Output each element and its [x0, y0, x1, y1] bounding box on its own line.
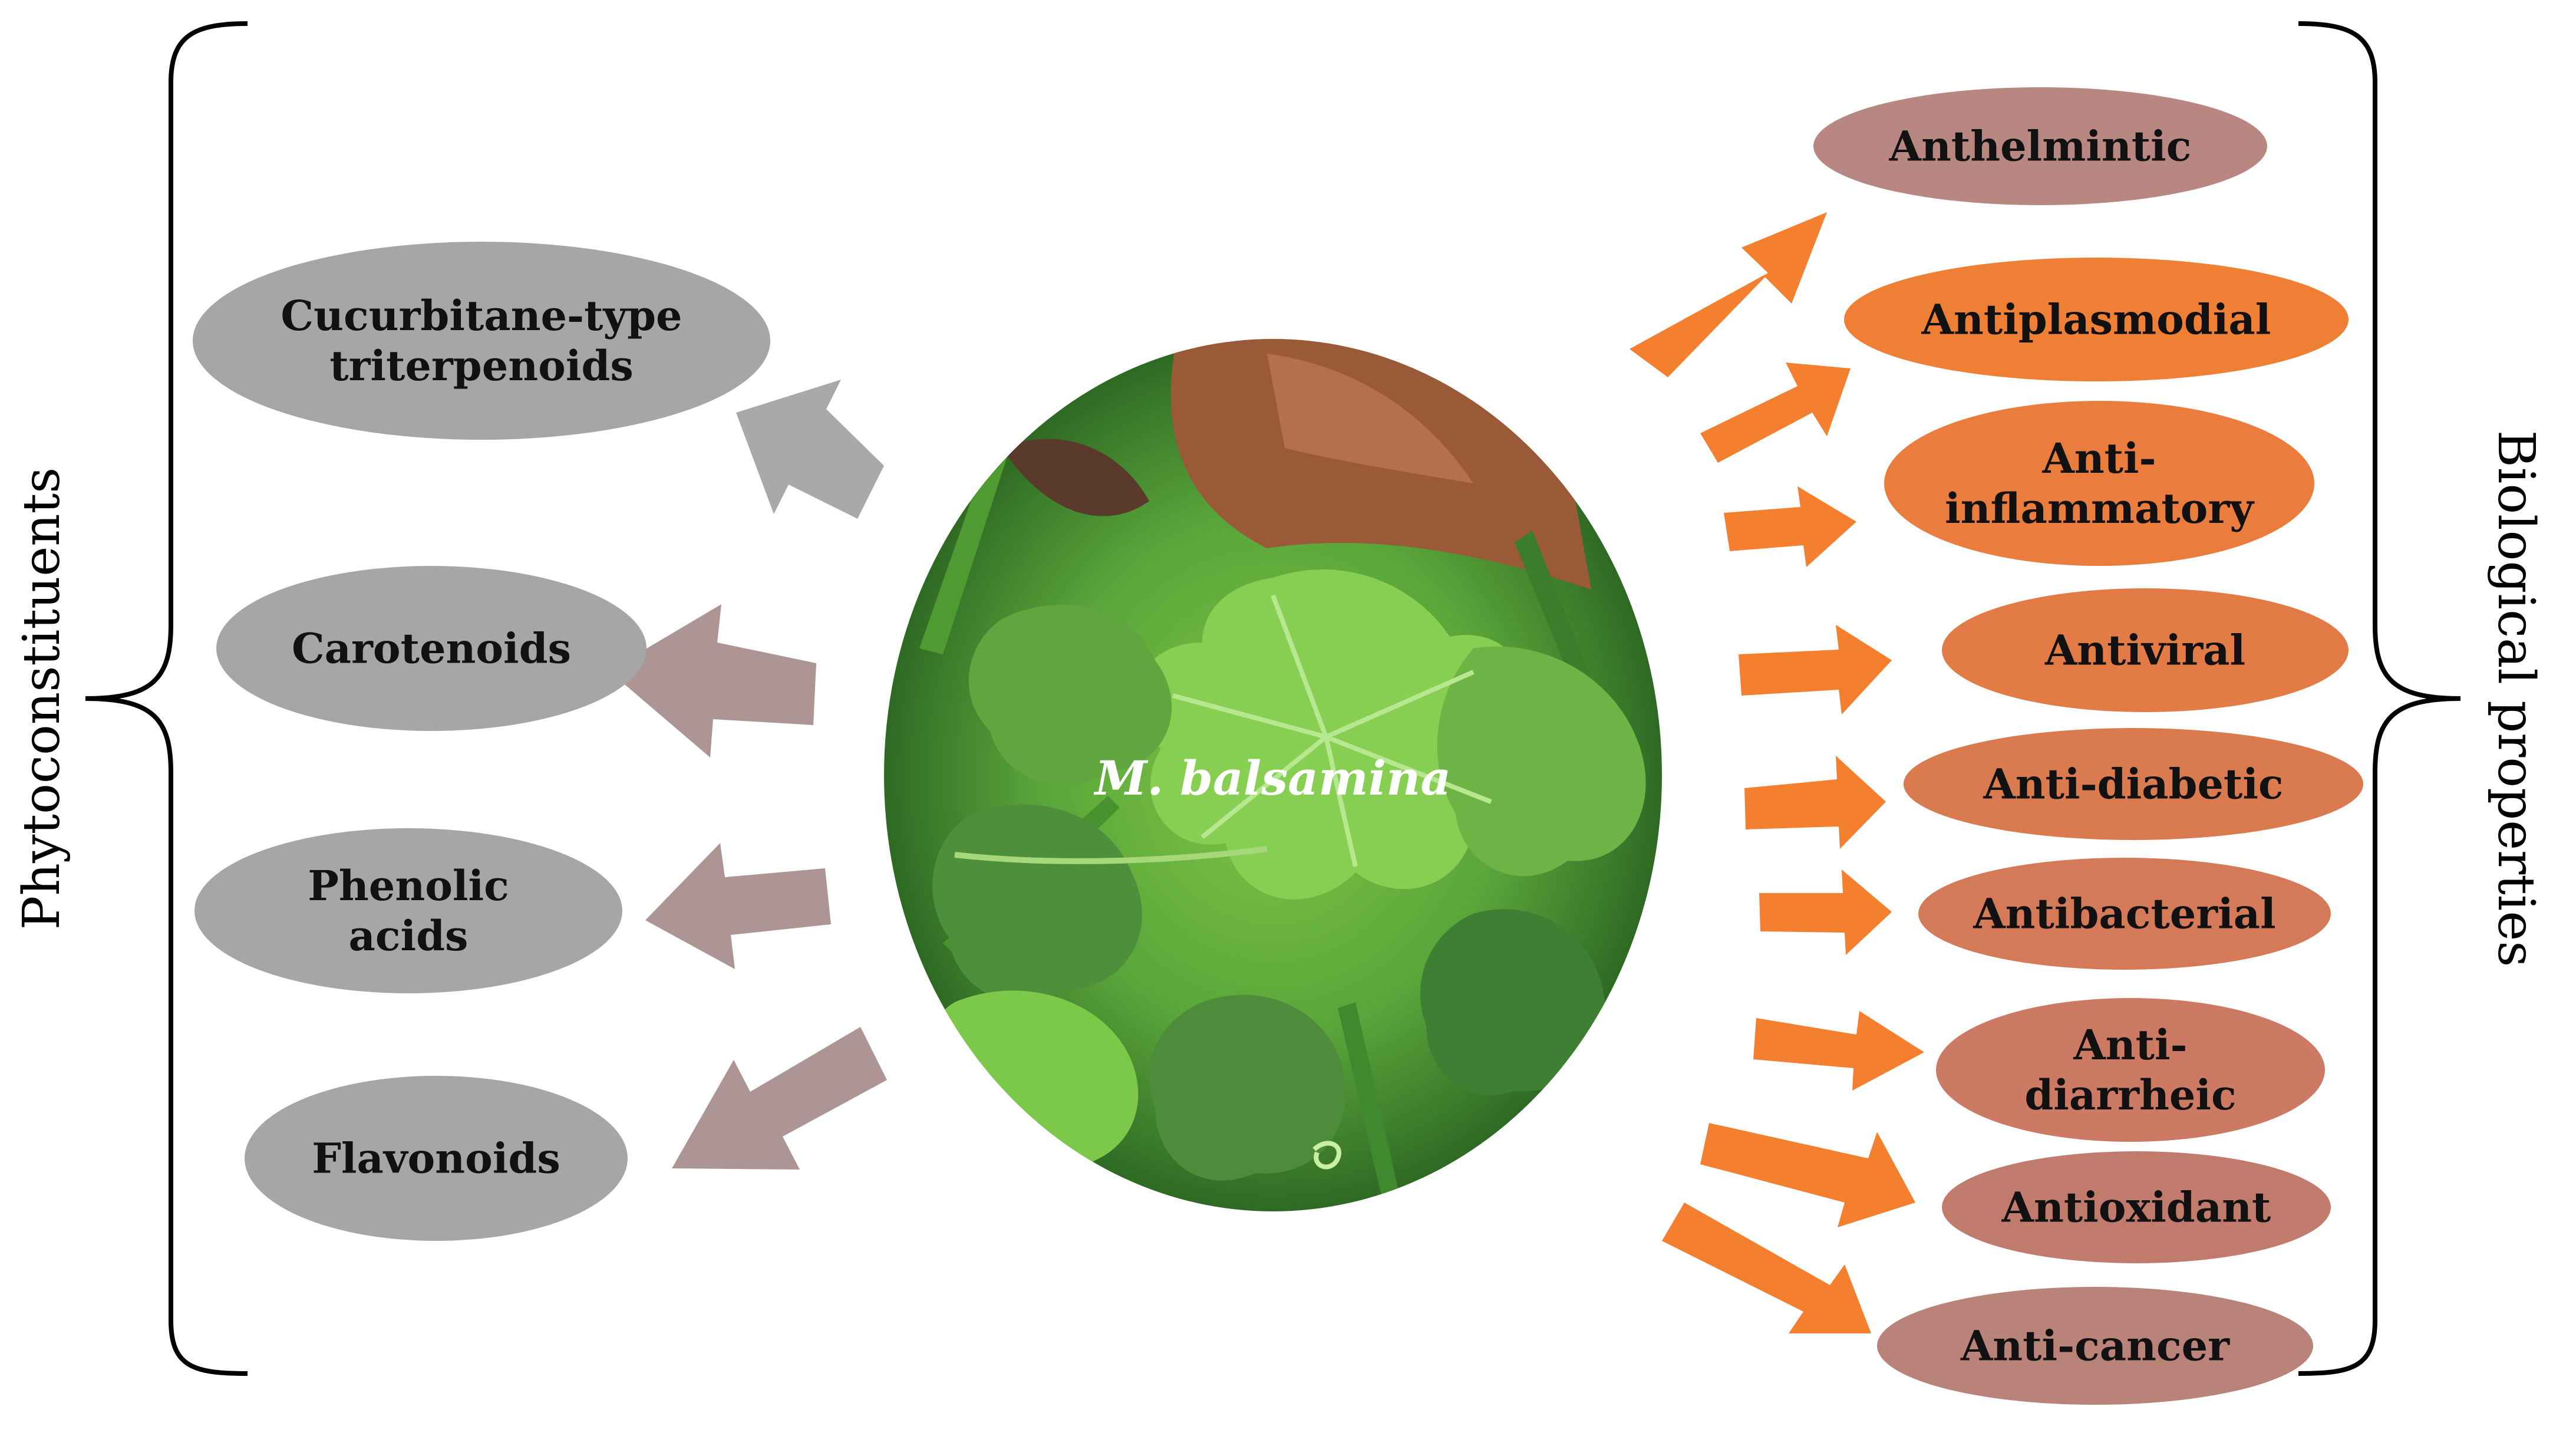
node-label-line: Antibacterial	[1973, 890, 2275, 938]
ellipse-antiplasmodial	[1844, 258, 2349, 381]
plant-photo: M. balsamina	[884, 339, 1662, 1211]
arrow-to-antibacterial	[1759, 869, 1892, 955]
node-label-line: Flavonoids	[312, 1134, 560, 1183]
node-antibacterial: Antibacterial	[1918, 858, 2331, 970]
ellipse-flavonoids	[245, 1076, 628, 1241]
arrow-to-carotenoids	[609, 604, 816, 757]
arrow-to-anti-diabetic	[1744, 756, 1886, 849]
ellipse-anti-diabetic	[1904, 728, 2363, 840]
ellipse-anti-diarrheic	[1936, 998, 2325, 1142]
biological-property-list: AnthelminticAntiplasmodialAnti-inflammat…	[1813, 87, 2363, 1405]
arrow-to-antioxidant	[1700, 1123, 1915, 1227]
ellipse-carotenoids	[216, 566, 647, 731]
node-antiplasmodial: Antiplasmodial	[1844, 258, 2349, 381]
node-label-line: Antiplasmodial	[1921, 295, 2271, 344]
right-curly-bracket	[2298, 21, 2461, 1376]
arrow-to-anthelmintic	[1630, 212, 1827, 377]
node-label-line: inflammatory	[1945, 484, 2255, 533]
node-flavonoids: Flavonoids	[245, 1076, 628, 1241]
phytoconstituents-label: Phytoconstituents	[12, 467, 71, 930]
center-plant-label: M. balsamina	[1093, 750, 1451, 806]
node-anti-diarrheic: Anti-diarrheic	[1936, 998, 2325, 1142]
node-label-line: Carotenoids	[292, 624, 571, 673]
arrow-to-cucurbitane	[736, 380, 884, 519]
ellipse-antioxidant	[1942, 1151, 2331, 1263]
node-label-line: diarrheic	[2024, 1071, 2236, 1119]
arrow-to-antiplasmodial	[1700, 363, 1851, 463]
node-label-line: triterpenoids	[329, 341, 634, 390]
ellipse-anti-cancer	[1877, 1287, 2313, 1405]
node-label-line: Phenolic	[308, 861, 509, 910]
node-anti-cancer: Anti-cancer	[1877, 1287, 2313, 1405]
arrow-to-flavonoids	[672, 1027, 887, 1170]
biological-properties-label: Biological properties	[2486, 430, 2545, 967]
node-antioxidant: Antioxidant	[1942, 1151, 2331, 1263]
ellipse-anthelmintic	[1813, 87, 2267, 205]
ellipse-cucurbitane-type-triterpenoids	[193, 242, 770, 440]
node-anthelmintic: Anthelmintic	[1813, 87, 2267, 205]
node-label-line: Cucurbitane-type	[281, 291, 682, 340]
arrow-to-phenolic-acids	[645, 843, 831, 969]
node-carotenoids: Carotenoids	[216, 566, 647, 731]
arrow-to-anti-inflammatory	[1724, 486, 1856, 567]
arrow-to-anti-cancer	[1662, 1203, 1871, 1333]
node-antiviral: Antiviral	[1942, 588, 2349, 712]
node-label-line: Anti-diabetic	[1983, 760, 2283, 809]
node-label-line: Anti-	[2073, 1020, 2187, 1069]
node-label-line: Anti-	[2041, 434, 2156, 483]
node-label-line: Anthelmintic	[1889, 122, 2192, 171]
node-anti-inflammatory: Anti-inflammatory	[1884, 401, 2314, 566]
node-anti-diabetic: Anti-diabetic	[1904, 728, 2363, 840]
node-label-line: acids	[349, 911, 469, 960]
node-label-line: Antioxidant	[2001, 1183, 2271, 1232]
ellipse-antibacterial	[1918, 858, 2331, 970]
node-label-line: Antiviral	[2044, 626, 2245, 675]
node-label-line: Anti-cancer	[1960, 1322, 2230, 1371]
arrow-to-antiviral	[1739, 625, 1892, 714]
ellipse-phenolic-acids	[194, 828, 622, 993]
ellipse-anti-inflammatory	[1884, 401, 2314, 566]
phytoconstituent-list: Cucurbitane-typetriterpenoidsCarotenoids…	[193, 242, 770, 1241]
ellipse-antiviral	[1942, 588, 2349, 712]
left-curly-bracket	[85, 21, 248, 1376]
arrow-to-anti-diarrheic	[1753, 1011, 1924, 1091]
